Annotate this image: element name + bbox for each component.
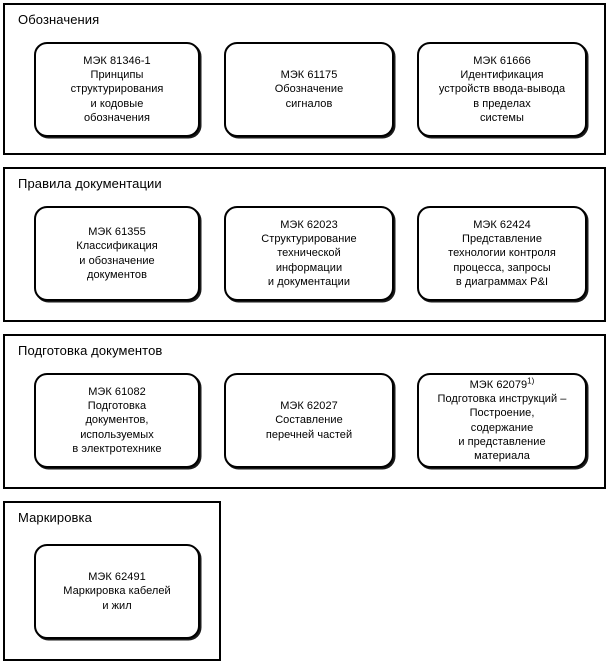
standard-box-text: МЭК 62027 Составление перечней частей [265,400,353,441]
group-podgotovka-dokumentov: Подготовка документов МЭК 61082 Подготов… [3,334,606,489]
standard-box-text-with-footnote: МЭК 620791) Подготовка инструкций – Пост… [437,376,567,462]
group-label-markirovka: Маркировка [18,510,92,525]
standard-box-iec-81346-1[interactable]: МЭК 81346-1 Принципы структурирования и … [34,42,200,137]
standard-box-iec-61175[interactable]: МЭК 61175 Обозначение сигналов [224,42,394,137]
group-pravila-dokumentacii: Правила документации МЭК 61355 Классифик… [3,167,606,322]
standard-box-text: МЭК 61175 Обозначение сигналов [274,69,344,110]
standard-box-text: МЭК 61666 Идентификация устройств ввода-… [438,54,566,124]
standard-box-text: МЭК 62424 Представление технологии контр… [448,218,556,288]
standard-box-text: МЭК 62491 Маркировка кабелей и жил [63,571,171,612]
standard-box-iec-62027[interactable]: МЭК 62027 Составление перечней частей [224,373,394,468]
group-label-oboznacheniya: Обозначения [18,12,100,27]
standard-box-iec-61355[interactable]: МЭК 61355 Классификация и обозначение до… [34,206,200,301]
group-label-pravila-dokumentacii: Правила документации [18,176,162,191]
standard-box-text: МЭК 81346-1 Принципы структурирования и … [70,54,164,124]
standard-box-text: МЭК 62023 Структурирование технической и… [261,218,357,288]
standard-box-iec-62079[interactable]: МЭК 620791) Подготовка инструкций – Пост… [417,373,587,468]
standard-box-iec-61082[interactable]: МЭК 61082 Подготовка документов, использ… [34,373,200,468]
standard-box-iec-62023[interactable]: МЭК 62023 Структурирование технической и… [224,206,394,301]
standard-box-text: МЭК 61355 Классификация и обозначение до… [76,226,158,281]
group-oboznacheniya: Обозначения МЭК 81346-1 Принципы структу… [3,3,606,155]
footnote-marker: 1) [527,376,535,386]
standard-box-iec-61666[interactable]: МЭК 61666 Идентификация устройств ввода-… [417,42,587,137]
group-markirovka: Маркировка МЭК 62491 Маркировка кабелей … [3,501,221,661]
standard-box-iec-62491[interactable]: МЭК 62491 Маркировка кабелей и жил [34,544,200,639]
standard-box-text: МЭК 61082 Подготовка документов, использ… [72,385,162,455]
standard-box-iec-62424[interactable]: МЭК 62424 Представление технологии контр… [417,206,587,301]
group-label-podgotovka-dokumentov: Подготовка документов [18,343,163,358]
